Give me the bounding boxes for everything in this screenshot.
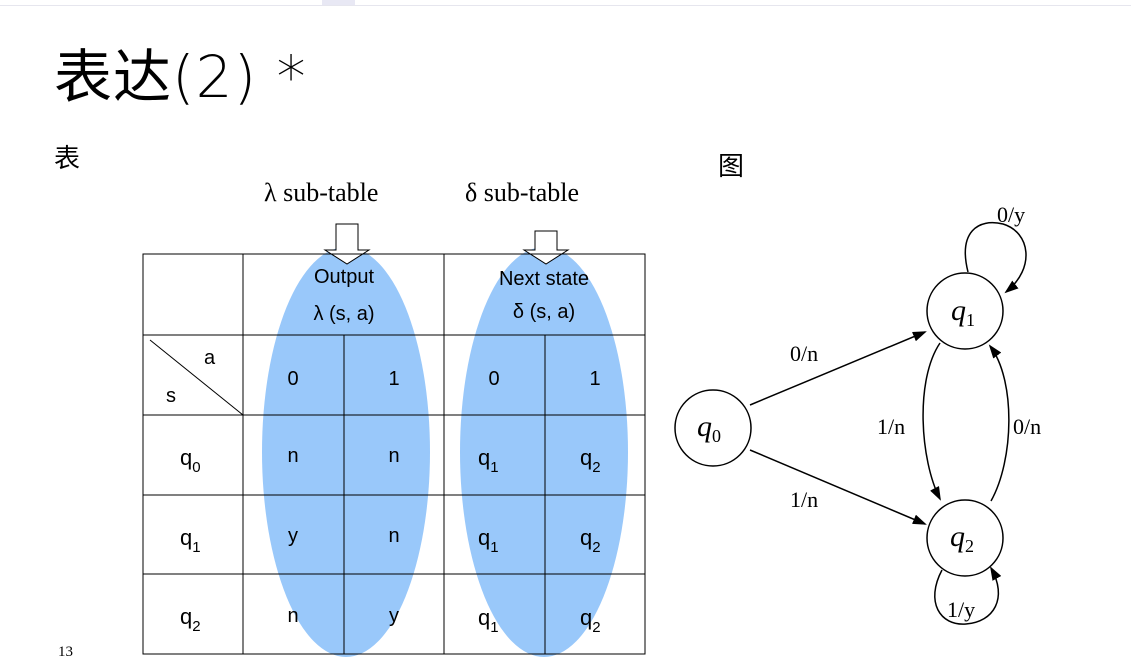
edge-label: 0/n bbox=[1013, 414, 1041, 439]
edge-label: 1/n bbox=[877, 414, 905, 439]
row-state-label: q0 bbox=[180, 445, 201, 476]
output-cell: y bbox=[288, 525, 298, 547]
edge-q0-to-q1 bbox=[749, 331, 927, 406]
output-cell: y bbox=[389, 605, 399, 627]
next-state-cell: q2 bbox=[580, 445, 601, 476]
state-node-label: q2 bbox=[950, 520, 974, 556]
top-rule bbox=[0, 5, 1131, 6]
state-node-q1 bbox=[926, 272, 1004, 350]
output-cell: n bbox=[287, 445, 298, 467]
output-cell: n bbox=[388, 525, 399, 547]
delta-down-arrow bbox=[522, 230, 570, 265]
row-state-label: q2 bbox=[180, 604, 201, 635]
lambda-subtable-label: λ sub-table bbox=[264, 178, 379, 207]
output-cell: n bbox=[388, 445, 399, 467]
next-state-cell: q2 bbox=[580, 525, 601, 556]
edge-q2-self-loop bbox=[934, 566, 1002, 625]
state-node-q0 bbox=[674, 389, 752, 467]
state-table-grid bbox=[142, 253, 646, 655]
slide-title: 表达(2) * bbox=[54, 43, 307, 111]
output-header-label: Output bbox=[314, 266, 374, 288]
edge-label: 0/y bbox=[997, 202, 1025, 227]
graph-section-label: 图 bbox=[718, 152, 745, 182]
next-state-cell: q1 bbox=[478, 525, 499, 556]
edge-q1-self-loop bbox=[964, 222, 1027, 294]
next-state-cell: q1 bbox=[478, 445, 499, 476]
state-node-q2 bbox=[926, 499, 1004, 577]
page-number: 13 bbox=[58, 644, 73, 660]
delta-subtable-label: δ sub-table bbox=[465, 178, 580, 207]
next-state-cell: q2 bbox=[580, 605, 601, 636]
delta-highlight-ellipse bbox=[460, 247, 628, 657]
next-state-cell: q1 bbox=[478, 605, 499, 636]
next-state-header-label: Next state bbox=[499, 268, 589, 290]
top-tab-marker bbox=[322, 0, 355, 5]
lambda-highlight-ellipse bbox=[262, 247, 430, 657]
input-header-0: 0 bbox=[488, 368, 499, 390]
state-node-label: q0 bbox=[697, 410, 721, 446]
table-section-label: 表 bbox=[54, 144, 81, 174]
output-cell: n bbox=[287, 605, 298, 627]
input-header-1: 1 bbox=[589, 368, 600, 390]
edge-q0-to-q2 bbox=[749, 449, 927, 525]
corner-state-label: s bbox=[166, 385, 176, 407]
output-function-label: λ (s, a) bbox=[313, 303, 374, 325]
row-state-label: q1 bbox=[180, 525, 201, 556]
state-diagram bbox=[674, 222, 1027, 625]
edge-label: 0/n bbox=[790, 341, 818, 366]
edge-q1-to-q2 bbox=[922, 342, 941, 501]
input-header-1: 1 bbox=[388, 368, 399, 390]
state-node-label: q1 bbox=[951, 294, 975, 330]
edge-label: 1/y bbox=[947, 597, 975, 622]
corner-input-label: a bbox=[204, 347, 216, 369]
edge-label: 1/n bbox=[790, 487, 818, 512]
edge-q2-to-q1 bbox=[988, 344, 1010, 502]
input-header-0: 0 bbox=[287, 368, 298, 390]
transition-function-label: δ (s, a) bbox=[513, 301, 575, 323]
